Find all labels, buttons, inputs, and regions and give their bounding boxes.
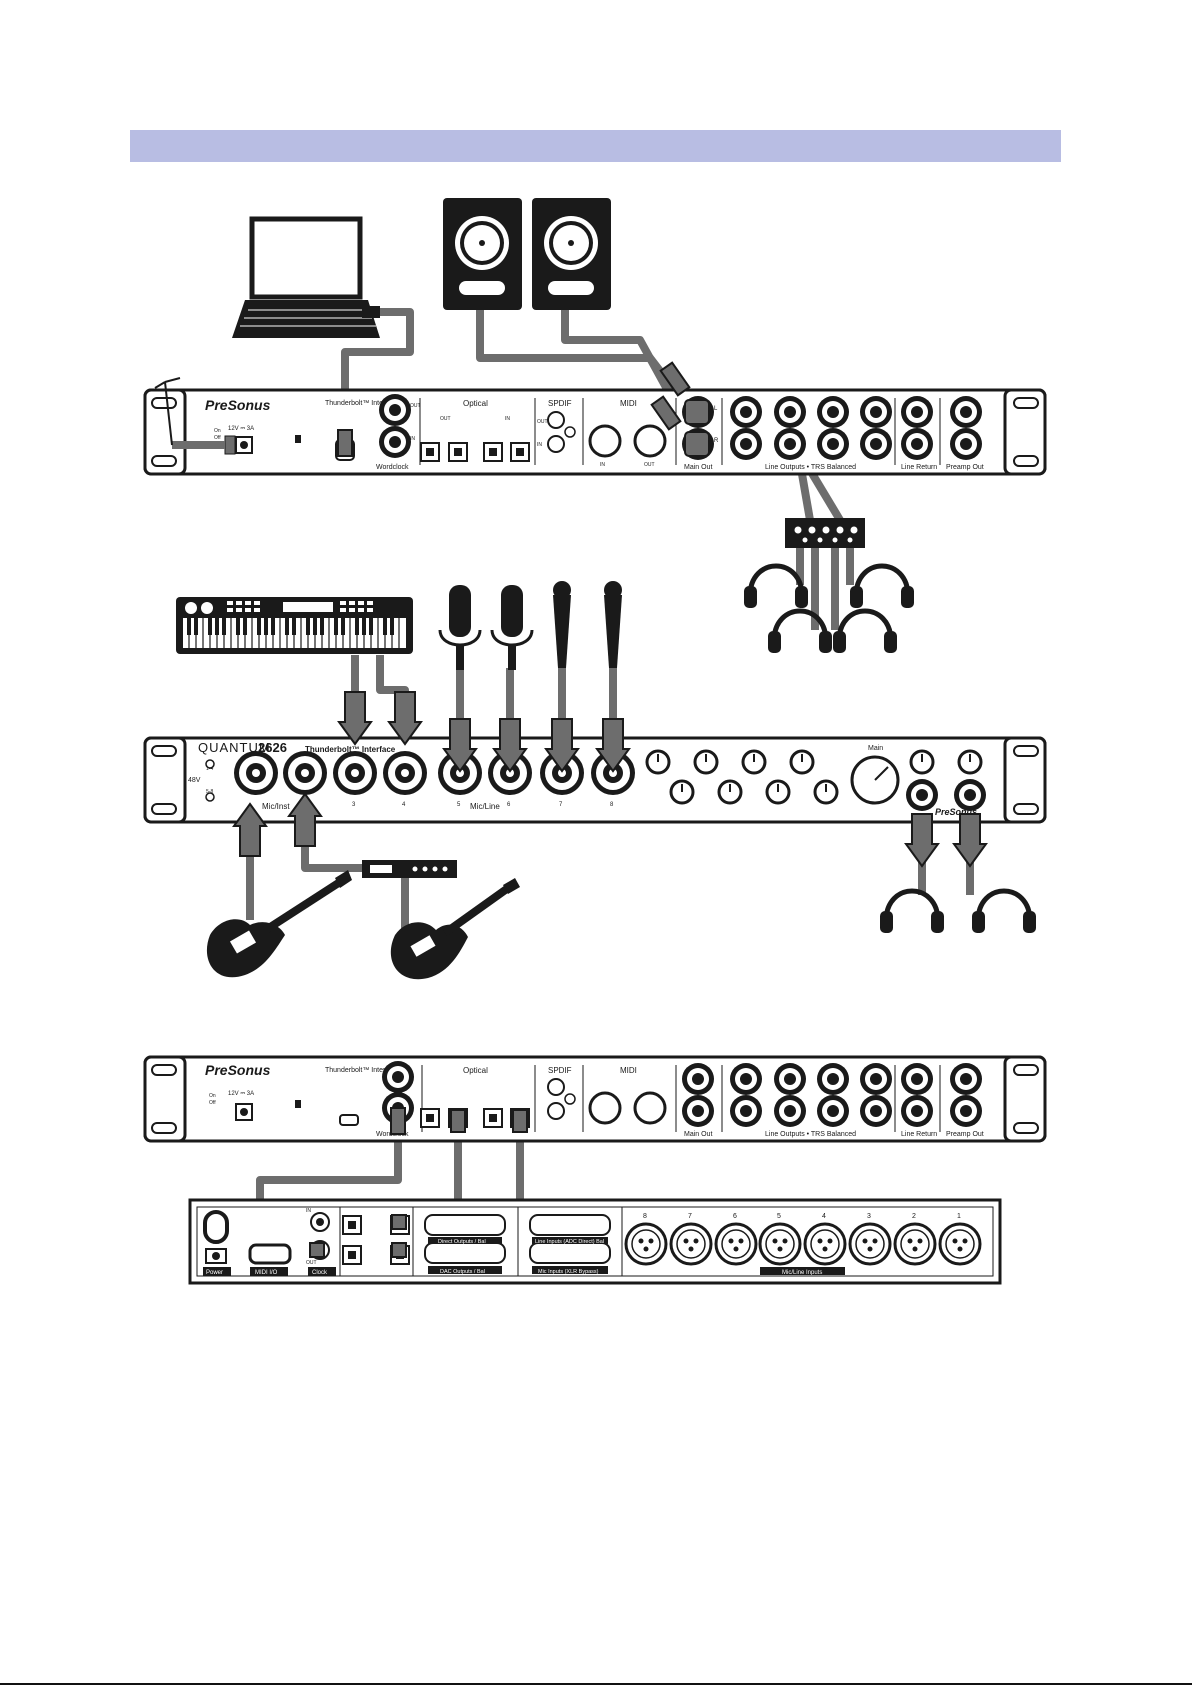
svg-text:2: 2 <box>912 1213 916 1220</box>
midi-io-label: MIDI I/O <box>255 1270 278 1276</box>
lock-icon <box>295 435 301 443</box>
arrow-down-icon <box>338 691 372 745</box>
front-unit: QUANTUM 2626 Thunderbolt™ Interface 48V … <box>143 736 1047 824</box>
thunderbolt-plug <box>337 429 353 457</box>
preamp-out-label: Preamp Out <box>946 464 984 471</box>
svg-text:L: L <box>714 406 718 412</box>
svg-text:5: 5 <box>777 1213 781 1220</box>
clock-label: Clock <box>312 1270 328 1276</box>
svg-text:IN: IN <box>306 1208 311 1214</box>
svg-text:5: 5 <box>457 802 461 808</box>
condenser-mic-icon <box>490 585 534 670</box>
svg-text:3: 3 <box>352 802 356 808</box>
headphone-amp-icon <box>785 518 865 548</box>
svg-text:5-8: 5-8 <box>206 789 213 795</box>
mic-line-label: Mic/Line <box>470 802 500 811</box>
svg-text:Off: Off <box>209 1100 216 1106</box>
svg-text:6: 6 <box>733 1213 737 1220</box>
power-label: Power <box>206 1270 223 1276</box>
midi-label: MIDI <box>620 399 637 408</box>
headphones-icon <box>880 891 944 933</box>
svg-text:8: 8 <box>610 802 614 808</box>
line-outputs-label: Line Outputs • TRS Balanced <box>765 1131 856 1138</box>
svg-text:IN: IN <box>537 442 542 448</box>
svg-text:OUT: OUT <box>644 462 655 468</box>
dynamic-mic-icon <box>604 581 622 668</box>
wordclock-label: Wordclock <box>376 464 409 471</box>
mic-inst-label: Mic/Inst <box>262 802 290 811</box>
midi-label: MIDI <box>620 1066 637 1075</box>
mic-inputs-label: Mic Inputs (XLR Bypass) <box>538 1269 599 1275</box>
line-outputs-label: Line Outputs • TRS Balanced <box>765 464 856 471</box>
headphones-icon <box>850 566 914 608</box>
svg-text:4: 4 <box>822 1213 826 1220</box>
line-return-label: Line Return <box>901 1131 937 1138</box>
spdif-label: SPDIF <box>548 399 572 408</box>
main-out-label: Main Out <box>684 464 712 471</box>
preamp-out-label: Preamp Out <box>946 1131 984 1138</box>
page-bottom-rule <box>0 1683 1192 1685</box>
lock-icon <box>295 1100 301 1108</box>
main-knob-label: Main <box>868 745 883 752</box>
svg-text:1: 1 <box>957 1213 961 1220</box>
line-return-label: Line Return <box>901 464 937 471</box>
dac-outputs-label: DAC Outputs / Bal <box>440 1269 485 1275</box>
rear-unit-top: PreSonus 12V ⎓ 3A On Off Thunderbolt™ In… <box>143 377 1047 476</box>
mic-line-inputs-label: Mic/Line Inputs <box>782 1270 822 1276</box>
cable-laptop-thunderbolt <box>341 308 414 435</box>
speaker-right-icon <box>532 198 611 310</box>
thunderbolt-label: Thunderbolt™ Interface <box>305 745 396 754</box>
phantom-label: 48V <box>188 777 201 784</box>
svg-text:3: 3 <box>867 1213 871 1220</box>
thunderbolt-label: Thunderbolt™ Interface <box>325 400 399 407</box>
keyboard-icon <box>176 597 413 654</box>
svg-text:4: 4 <box>402 802 406 808</box>
model-number: 2626 <box>258 740 287 755</box>
svg-text:IN: IN <box>600 462 605 468</box>
svg-text:IN: IN <box>410 436 415 442</box>
power-off-label: Off <box>214 435 221 441</box>
digimax-unit: Power MIDI I/O IN OUT Clock Direct Outpu… <box>188 1198 1002 1285</box>
spdif-label: SPDIF <box>548 1066 572 1075</box>
optical-label: Optical <box>463 399 488 408</box>
dynamic-mic-icon <box>553 581 571 668</box>
optical-label: Optical <box>463 1066 488 1075</box>
svg-text:7: 7 <box>559 802 563 808</box>
headphones-icon <box>833 611 897 653</box>
main-out-label: Main Out <box>684 1131 712 1138</box>
svg-text:6: 6 <box>507 802 511 808</box>
svg-text:On: On <box>209 1093 216 1099</box>
svg-text:Thunderbolt™ Interface: Thunderbolt™ Interface <box>325 1067 399 1074</box>
svg-text:7: 7 <box>688 1213 692 1220</box>
pedal-icon <box>362 860 457 878</box>
svg-text:R: R <box>714 438 719 444</box>
svg-text:OUT: OUT <box>537 419 548 425</box>
headphones-icon <box>768 611 832 653</box>
section-header-bar <box>130 130 1061 162</box>
svg-text:1-4: 1-4 <box>206 766 213 772</box>
laptop-icon <box>232 216 380 338</box>
brand-logo: PreSonus <box>935 807 977 817</box>
direct-outputs-label: Direct Outputs / Bal <box>438 1239 486 1245</box>
svg-text:8: 8 <box>643 1213 647 1220</box>
brand-logo: PreSonus <box>205 1062 271 1078</box>
condenser-mic-icon <box>438 585 482 670</box>
electric-guitar-icon <box>390 878 520 980</box>
rear-unit-bottom: PreSonus 12V ⎓ 3A On Off Thunderbolt™ In… <box>143 1055 1047 1143</box>
arrow-down-icon <box>388 691 422 745</box>
svg-text:IN: IN <box>505 416 510 422</box>
brand-logo: PreSonus <box>205 397 271 413</box>
svg-text:OUT: OUT <box>306 1260 317 1266</box>
svg-text:OUT: OUT <box>410 403 421 409</box>
power-label: 12V ⎓ 3A <box>228 426 254 432</box>
speaker-left-icon <box>443 198 522 310</box>
electric-guitar-icon <box>206 870 352 978</box>
model-name: QUANTUM <box>198 740 271 755</box>
power-on-label: On <box>214 428 221 434</box>
line-inputs-label: Line Inputs (ADC Direct) Bal <box>535 1239 604 1245</box>
headphones-icon <box>972 891 1036 933</box>
svg-text:OUT: OUT <box>440 416 451 422</box>
svg-text:12V ⎓ 3A: 12V ⎓ 3A <box>228 1091 254 1097</box>
